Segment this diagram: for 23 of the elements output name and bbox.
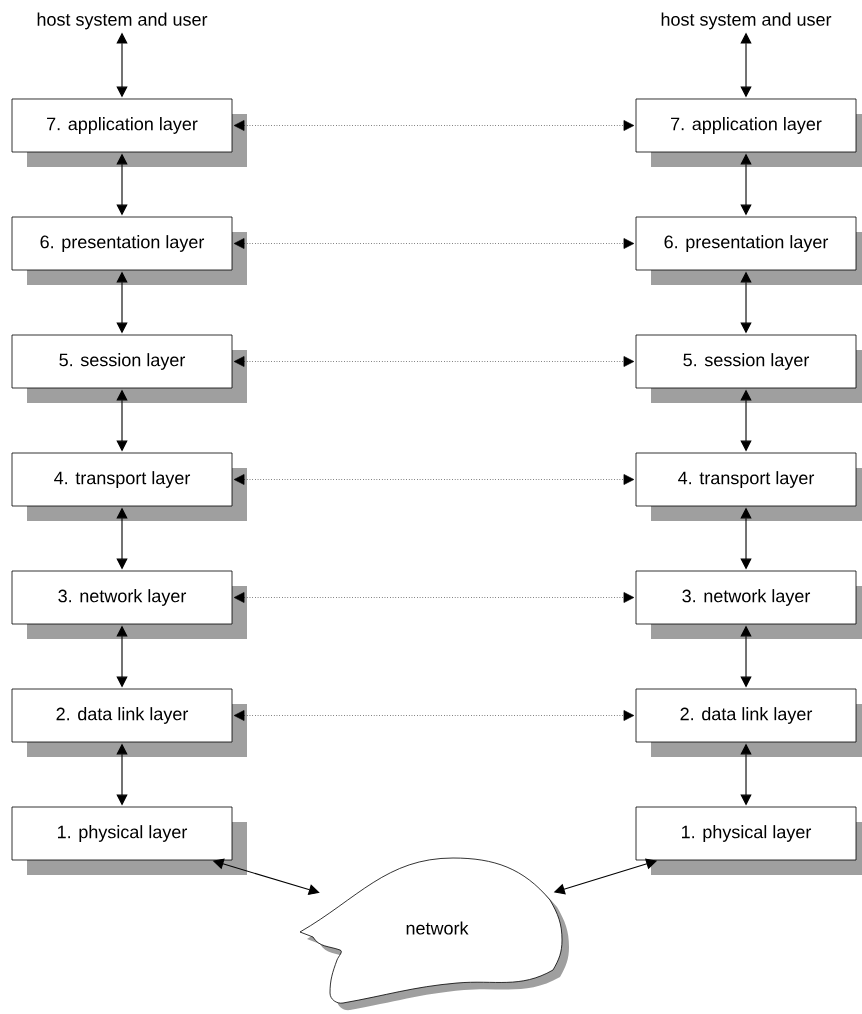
- network-cloud: network: [299, 857, 569, 1011]
- layer-box: 1. physical layer: [635, 806, 862, 875]
- layer-box: 4. transport layer: [11, 452, 247, 521]
- layer-box: 1. physical layer: [11, 806, 247, 875]
- dotted-arrow: [233, 356, 635, 367]
- layer-box: 4. transport layer: [635, 452, 862, 521]
- dotted-arrow: [233, 710, 635, 721]
- layer-box: 6. presentation layer: [11, 216, 247, 285]
- layer-box: 6. presentation layer: [635, 216, 862, 285]
- dotted-arrow: [233, 474, 635, 485]
- layer-box: 3. network layer: [11, 570, 247, 639]
- layer-box: 2. data link layer: [635, 688, 862, 757]
- dotted-arrow: [233, 120, 635, 131]
- layer-box: 5. session layer: [635, 334, 862, 403]
- layer-box: 2. data link layer: [11, 688, 247, 757]
- layer-box: 7. application layer: [11, 98, 247, 167]
- endpoint-label: host system and user: [661, 12, 832, 30]
- layer-box: 7. application layer: [635, 98, 862, 167]
- layer-box: 3. network layer: [635, 570, 862, 639]
- dotted-arrow: [233, 592, 635, 603]
- endpoint-label: host system and user: [37, 12, 208, 30]
- layer-box: 5. session layer: [11, 334, 247, 403]
- dotted-arrow: [233, 238, 635, 249]
